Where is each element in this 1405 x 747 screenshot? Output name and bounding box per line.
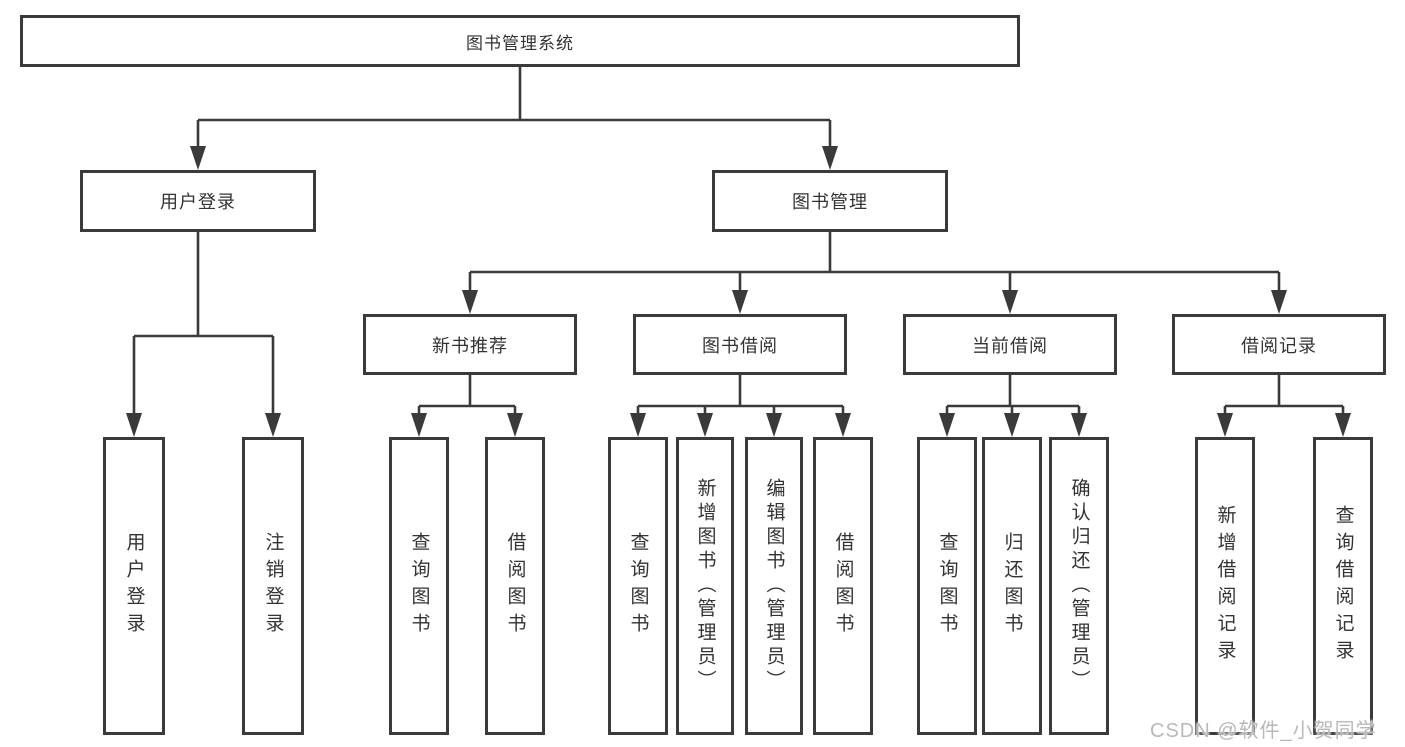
node-user-login-branch: 用户登录 — [80, 170, 316, 232]
node-book-management-branch: 图书管理 — [712, 170, 948, 232]
leaf-confirm-return-admin: 确认归还（管理员） — [1049, 437, 1109, 735]
leaf-add-books-admin: 新增图书（管理员） — [676, 437, 734, 735]
leaf-borrow-books-recommend: 借阅图书 — [485, 437, 545, 735]
node-root-system: 图书管理系统 — [20, 15, 1020, 67]
leaf-query-books-current: 查询图书 — [917, 437, 977, 735]
node-book-borrowing: 图书借阅 — [633, 314, 847, 375]
leaf-return-books: 归还图书 — [982, 437, 1042, 735]
leaf-query-books-recommend: 查询图书 — [389, 437, 449, 735]
node-current-borrowing: 当前借阅 — [903, 314, 1117, 375]
leaf-logout: 注销登录 — [242, 437, 304, 735]
leaf-query-books-borrowing: 查询图书 — [608, 437, 668, 735]
node-borrow-records: 借阅记录 — [1172, 314, 1386, 375]
leaf-add-borrow-record: 新增借阅记录 — [1195, 437, 1255, 735]
leaf-user-login: 用户登录 — [103, 437, 165, 735]
leaf-borrow-books-borrowing: 借阅图书 — [813, 437, 873, 735]
node-new-book-recommend: 新书推荐 — [363, 314, 577, 375]
leaf-query-borrow-record: 查询借阅记录 — [1313, 437, 1373, 735]
leaf-edit-books-admin: 编辑图书（管理员） — [745, 437, 803, 735]
csdn-watermark: CSDN @软件_小贺同学 — [1150, 720, 1377, 742]
arrowheads — [126, 146, 1351, 437]
